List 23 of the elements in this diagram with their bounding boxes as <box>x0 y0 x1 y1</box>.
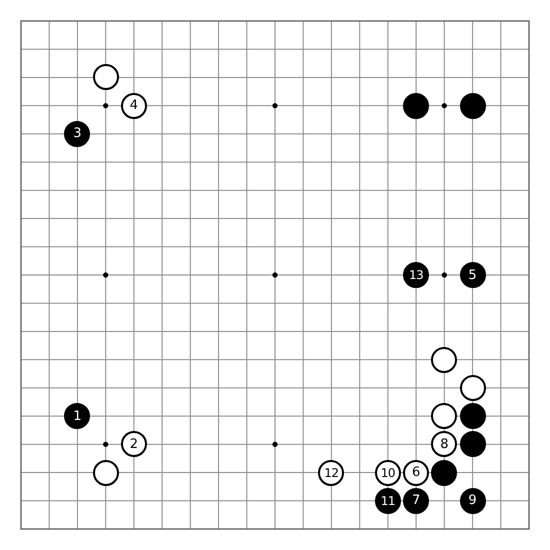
numbered-stone: 1 <box>64 403 90 430</box>
numbered-stone: 9 <box>460 488 486 514</box>
numbered-stone: 6 <box>403 460 430 486</box>
stone-icon <box>460 431 486 458</box>
stone-icon <box>92 64 119 90</box>
stone-icon <box>403 92 430 119</box>
numbered-stone: 8 <box>431 431 458 458</box>
stone-icon <box>431 346 458 373</box>
stone-icon <box>460 403 486 430</box>
numbered-stone: 3 <box>64 120 90 147</box>
stone-icon <box>460 92 486 119</box>
numbered-stone: 5 <box>460 262 486 288</box>
stone-icon <box>431 460 458 486</box>
numbered-stone: 7 <box>403 488 430 514</box>
numbered-stone: 12 <box>318 460 344 486</box>
numbered-stone: 11 <box>374 488 401 514</box>
numbered-stone: 13 <box>403 262 430 288</box>
stone-icon <box>460 374 486 401</box>
numbered-stone: 10 <box>374 460 401 486</box>
numbered-stone: 4 <box>120 92 147 119</box>
stone-icon <box>92 460 119 486</box>
numbered-stone: 2 <box>120 431 147 458</box>
stone-icon <box>431 403 458 430</box>
